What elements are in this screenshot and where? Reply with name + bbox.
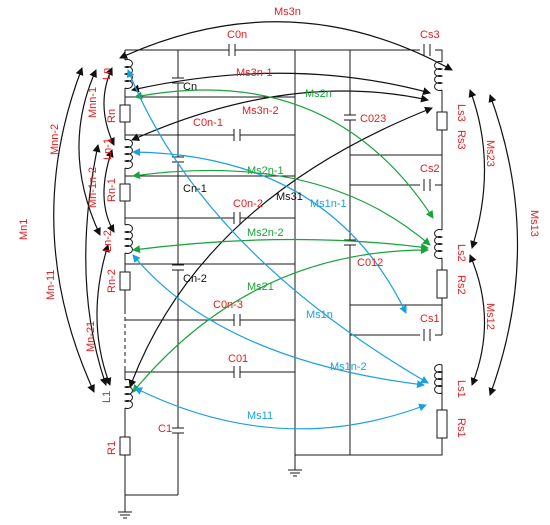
label-mn1: Mn1 [18,219,30,240]
arc-ms23 [468,89,486,249]
arc-mnn-1 [103,67,115,146]
label-rn-2: Rn-2 [106,269,118,293]
label-c0n-2: C0n-2 [233,198,263,210]
ground-left [118,511,132,519]
resistor-rn [119,104,131,123]
capacitor-c0n [228,44,236,56]
capacitor-cn-2 [172,264,184,271]
label-ms12: Ms12 [484,303,496,330]
capacitor-c0n-3 [233,314,241,326]
label-ms1n-1: Ms1n-1 [310,198,347,210]
coil-ln [123,59,133,89]
label-mn-21: Mn-21 [85,321,97,352]
label-ms3n: Ms3n [274,6,301,18]
arc-ms2n-2 [132,238,429,254]
label-cs1: Cs1 [420,313,440,325]
label-ln: Ln [101,68,113,80]
resistor-rn-1 [119,183,131,202]
resistor-rs2 [436,269,448,299]
label-c0n-3: C0n-3 [213,299,243,311]
label-ls1: Ls1 [455,380,467,398]
label-ls2: Ls2 [455,244,467,262]
capacitor-c0n-1 [233,129,241,141]
label-ms2n-2: Ms2n-2 [247,227,284,239]
label-c01: C01 [228,353,248,365]
label-ms31: Ms31 [276,191,303,203]
label-c023: C023 [360,113,386,125]
label-c0n: C0n [227,29,247,41]
arc-ms13 [488,94,519,396]
label-cn-1: Cn-1 [183,183,207,195]
label-l1: L1 [101,391,113,403]
label-ms13: Ms13 [528,210,540,237]
capacitor-cs2 [423,179,431,191]
capacitor-cs3 [423,44,431,56]
label-mn-1n-2: Mn-1n-2 [87,167,99,208]
ground-symbols [118,469,302,519]
label-ms1n: Ms1n [306,309,333,321]
labels: Ms3n C0n Cs3 Ln Cn Ms3n-1 Ms2n Ls3 Mnn-1… [18,6,540,455]
resistor-r1 [119,436,131,456]
label-ms3n-1: Ms3n-1 [236,67,273,79]
label-cs2: Cs2 [420,163,440,175]
label-c1: C1 [158,423,172,435]
capacitor-c023 [344,114,356,121]
coil-ln-1 [123,139,133,169]
label-mnn-1: Mnn-1 [87,87,99,118]
black-coupling-arcs [53,21,519,396]
capacitor-c1 [172,427,184,434]
resistor-rn-2 [119,271,131,291]
label-cn-2: Cn-2 [183,273,207,285]
capacitors [172,44,431,434]
label-ms2n: Ms2n [305,88,332,100]
resistor-rs3 [436,111,448,131]
arc-ms12 [469,254,486,386]
label-rs2: Rs2 [455,275,467,295]
label-ls3: Ls3 [455,104,467,122]
arc-ms1n-2 [132,254,425,389]
label-ms11: Ms11 [247,410,273,422]
resistor-rs1 [436,409,448,439]
capacitor-cs1 [423,329,431,341]
label-rn: Rn [106,109,118,123]
label-ms2n-1: Ms2n-1 [247,165,284,177]
arc-ms21 [132,246,429,393]
coil-ln-2 [123,224,133,254]
label-mnn-2: Mnn-2 [49,124,61,155]
arc-ms31 [128,106,433,388]
label-ln-2: Ln-2 [102,230,114,252]
label-ln-1: Ln-1 [102,138,114,160]
coil-ls2 [434,229,444,259]
label-mn-11: Mn-11 [45,270,57,300]
label-rn-1: Rn-1 [106,178,118,202]
label-rs3: Rs3 [455,130,467,150]
arc-mn1 [53,67,95,393]
label-ms1n-2: Ms1n-2 [330,361,367,373]
label-ms23: Ms23 [484,140,496,167]
label-ms3n-2: Ms3n-2 [242,105,279,117]
label-c012: C012 [357,257,383,269]
label-ms21: Ms21 [247,281,274,293]
arc-ms3n [119,21,453,71]
ground-middle [288,469,302,477]
arc-mn-21 [96,244,112,386]
coil-ls1 [434,364,444,394]
label-c0n-1: C0n-1 [193,117,223,129]
label-r1: R1 [106,441,118,455]
capacitor-c01 [233,366,241,378]
label-cs3: Cs3 [420,29,440,41]
blue-coupling-arcs [126,69,429,430]
capacitor-c0n-2 [233,212,241,224]
coil-ls3 [434,61,444,91]
arc-ms11 [134,387,427,430]
label-rs1: Rs1 [455,418,467,438]
label-cn: Cn [183,81,197,93]
